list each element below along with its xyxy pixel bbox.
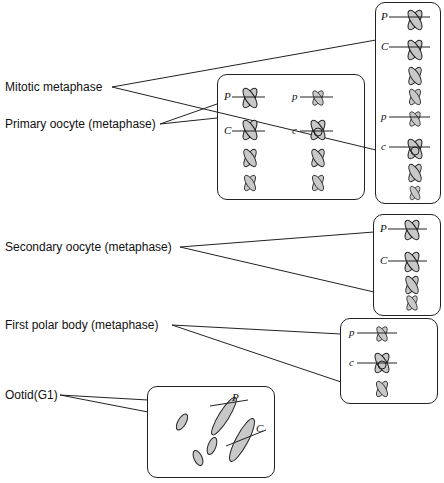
locus-letter: P bbox=[224, 90, 231, 102]
mitotic-chromosomes bbox=[405, 8, 424, 201]
locus-letter: p bbox=[381, 110, 387, 122]
locus-letter: C bbox=[380, 254, 387, 266]
stage-label: Secondary oocyte (metaphase) bbox=[5, 240, 172, 254]
locus-letter: p bbox=[292, 90, 298, 102]
locus-markers bbox=[210, 17, 430, 446]
locus-letter: C bbox=[224, 124, 231, 136]
stage-label: First polar body (metaphase) bbox=[5, 318, 158, 332]
locus-letter: P bbox=[381, 10, 388, 22]
stage-label: Primary oocyte (metaphase) bbox=[5, 117, 156, 131]
primary-oocyte-chromosomes bbox=[240, 86, 327, 192]
stage-box: Mitotic metaphasePCpc bbox=[375, 2, 441, 204]
ootid-chromatids bbox=[174, 395, 259, 467]
stage-box: Ootid(G1)PC bbox=[147, 386, 275, 478]
locus-letter: p bbox=[349, 326, 355, 338]
locus-letter: C bbox=[256, 422, 263, 434]
leader-lines bbox=[60, 40, 376, 412]
locus-letter: P bbox=[380, 222, 387, 234]
stage-box: First polar body (metaphase)pc bbox=[340, 318, 438, 404]
stage-label: Ootid(G1) bbox=[5, 388, 58, 402]
locus-letter: c bbox=[292, 124, 297, 136]
stage-box: Primary oocyte (metaphase)PCpc bbox=[217, 74, 365, 200]
stage-label: Mitotic metaphase bbox=[5, 80, 102, 94]
secondary-oocyte-chromosomes bbox=[402, 218, 421, 311]
locus-letter: P bbox=[232, 391, 239, 403]
locus-letter: c bbox=[349, 356, 354, 368]
locus-letter: c bbox=[381, 140, 386, 152]
locus-letter: C bbox=[381, 40, 388, 52]
polar-body-chromosomes bbox=[372, 325, 391, 398]
stage-box: Secondary oocyte (metaphase)PC bbox=[373, 214, 441, 316]
